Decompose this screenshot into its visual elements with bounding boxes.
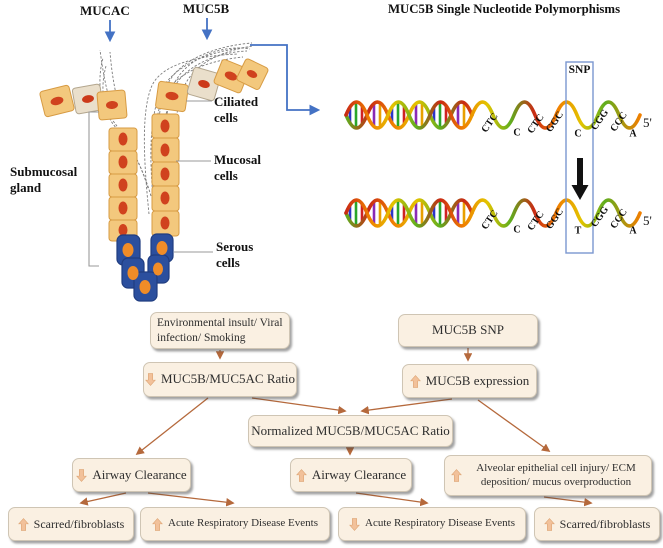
ciliated-cells-label: Ciliated cells <box>214 94 259 125</box>
serous-cells-label: Serous cells <box>216 239 254 270</box>
trend-arrow-icon <box>152 517 163 531</box>
blue-pointers <box>104 18 321 116</box>
down-arrow-icon <box>145 373 156 386</box>
trend-arrow-icon <box>349 517 360 531</box>
label-connectors <box>88 100 213 267</box>
dna-helix-wild <box>344 100 642 130</box>
flow-box-ards-down: Acute Respiratory Disease Events <box>338 507 526 541</box>
trend-arrow-icon <box>296 468 307 482</box>
up-arrow-icon <box>409 374 421 388</box>
trend-arrow-icon <box>17 517 29 531</box>
flow-box-ards-up: Acute Respiratory Disease Events <box>140 507 330 541</box>
dna-base: C <box>513 127 521 139</box>
snp-box-label: SNP <box>568 64 591 76</box>
flow-box-alveolar-injury: Alveolar epithelial cell injury/ ECM dep… <box>444 455 652 496</box>
up-arrow-icon <box>17 517 29 531</box>
trend-arrow-icon <box>76 468 88 482</box>
dna-base: A <box>629 225 637 237</box>
up-arrow-icon <box>543 517 555 531</box>
snp-panel-title: MUC5B Single Nucleotide Polymorphisms <box>387 2 621 16</box>
flow-box-scarred-fibroblasts-right: Scarred/fibroblasts <box>534 507 660 541</box>
gland-serous-cells <box>116 233 174 302</box>
flow-box-muc5b-muc5ac-ratio: MUC5B/MUC5AC Ratio <box>143 362 297 397</box>
trend-arrow-icon <box>145 373 156 386</box>
dna-base: C <box>513 224 521 236</box>
mutation-arrow-icon <box>571 158 589 200</box>
flow-box-normalized-ratio: Normalized MUC5B/MUC5AC Ratio <box>248 415 453 447</box>
up-arrow-icon <box>296 468 307 482</box>
muc5b-label: MUC5B <box>183 1 230 16</box>
trend-arrow-icon <box>409 374 421 388</box>
up-arrow-icon <box>152 517 163 531</box>
flow-box-muc5b-expression: MUC5B expression <box>402 364 537 398</box>
flow-box-environmental-insult: Environmental insult/ Viral infection/ S… <box>150 312 290 349</box>
down-arrow-icon <box>349 517 360 531</box>
dna-base-variant-allele: T <box>574 225 582 237</box>
dna-helix-variant <box>344 198 642 228</box>
flow-box-muc5b-snp: MUC5B SNP <box>398 314 538 347</box>
trend-arrow-icon <box>543 517 555 531</box>
flow-box-airway-clearance-up: Airway Clearance <box>290 458 412 492</box>
dna-base-wild-allele: C <box>574 128 582 140</box>
flow-box-airway-clearance-down: Airway Clearance <box>72 458 191 492</box>
mucac-label: MUCAC <box>80 3 130 18</box>
trend-arrow-icon <box>451 469 462 482</box>
five-prime-label: 5' <box>643 213 652 228</box>
mucosal-cells-label: Mucosal cells <box>214 152 261 183</box>
gland-mucosal-cells <box>39 58 269 242</box>
flow-box-scarred-fibroblasts-left: Scarred/fibroblasts <box>8 507 134 541</box>
flow-arrows <box>79 348 593 507</box>
down-arrow-icon <box>76 468 88 482</box>
five-prime-label: 5' <box>643 115 652 130</box>
up-arrow-icon <box>451 469 462 482</box>
snp-highlight-box <box>565 61 594 254</box>
submucosal-gland-bracket <box>88 111 99 267</box>
dna-base: A <box>629 128 637 140</box>
gland-to-dna-connector <box>250 44 321 116</box>
submucosal-gland-label: Submucosal gland <box>10 164 78 195</box>
